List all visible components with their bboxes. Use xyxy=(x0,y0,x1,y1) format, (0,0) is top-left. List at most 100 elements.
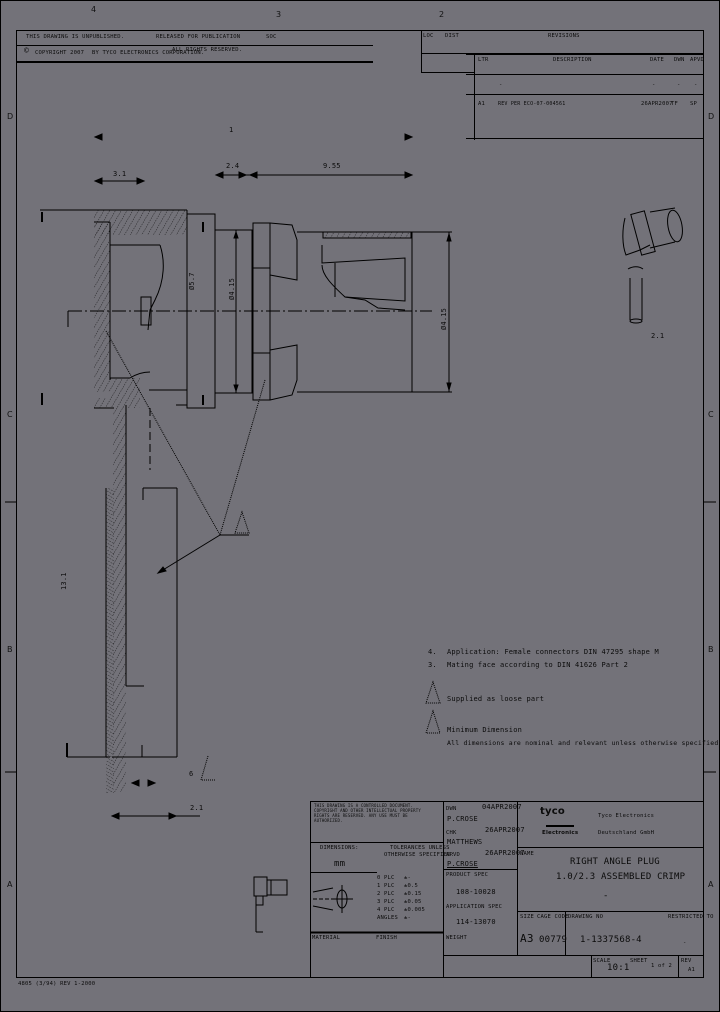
note-1-subtext: All dimensions are nominal and relevant … xyxy=(447,739,719,747)
rev-row-apvd: SP xyxy=(690,101,698,107)
rev-col-apvd: APVD xyxy=(690,57,705,63)
rev-row-date: 26APR2007 xyxy=(641,101,673,107)
fine-print: THIS DRAWING IS A CONTROLLED DOCUMENT. C… xyxy=(314,803,421,823)
application-spec-label: APPLICATION SPEC xyxy=(446,904,503,910)
application-spec-value: 114-13070 xyxy=(456,918,496,926)
dwn-date: 04APR2007 xyxy=(482,803,522,811)
sheet-label: SHEET xyxy=(630,958,648,964)
rev-row-ltr: A1 xyxy=(478,101,486,107)
apvd-date: 26APR2007 xyxy=(485,849,525,857)
tol-places: 3 PLC xyxy=(377,899,395,905)
zone-label-3: 3 xyxy=(276,10,282,19)
dim-overall: 1 xyxy=(229,126,234,134)
rev-col-desc: DESCRIPTION xyxy=(553,57,592,63)
cage-code-label: CAGE CODE xyxy=(537,914,569,920)
tol-places: ANGLES xyxy=(377,915,399,921)
rev-title: REVISIONS xyxy=(548,33,580,39)
scale-value: 10:1 xyxy=(607,963,630,973)
note-3-id: 3. xyxy=(428,661,437,669)
restricted-label: RESTRICTED TO xyxy=(668,914,714,920)
zone-label-b-right: B xyxy=(708,645,714,654)
drawing-no-label: DRAWING NO xyxy=(568,914,604,920)
tolerances-label-2: OTHERWISE SPECIFIED: xyxy=(384,852,455,858)
rev-col-dwn: DWN xyxy=(674,57,685,63)
rev-row-date: - xyxy=(652,82,656,88)
finish-label: FINISH xyxy=(376,935,398,941)
zone-label-4: 4 xyxy=(91,5,97,14)
company-location: Deutschland GmbH xyxy=(598,830,655,836)
zone-label-b-left: B xyxy=(7,645,13,654)
zone-label-a-right: A xyxy=(708,880,714,889)
tol-places: 2 PLC xyxy=(377,891,395,897)
rev-value: A1 xyxy=(688,967,696,973)
rev-dist-label: DIST xyxy=(445,33,460,39)
logo-electronics: Electronics xyxy=(542,830,579,836)
unpublished-notice: THIS DRAWING IS UNPUBLISHED. xyxy=(26,34,125,40)
rev-col-date: DATE xyxy=(650,57,665,63)
size-value: A3 xyxy=(520,932,534,945)
form-code: 4805 (3/94) REV 1-2000 xyxy=(18,981,96,987)
tol-places: 1 PLC xyxy=(377,883,395,889)
note-4-id: 4. xyxy=(428,648,437,656)
tol-value: ±0.5 xyxy=(404,883,419,889)
apvd-label: APVD xyxy=(446,852,461,858)
company-name: Tyco Electronics xyxy=(598,813,655,819)
tol-value: ±0.005 xyxy=(404,907,426,913)
zone-label-c-right: C xyxy=(708,410,714,419)
weight-label: WEIGHT xyxy=(446,935,468,941)
chk-date: 26APR2007 xyxy=(485,826,525,834)
tol-value: ±0.15 xyxy=(404,891,422,897)
dim-right-length: 9.55 xyxy=(323,162,341,170)
part-name-line-2: 1.0/2.3 ASSEMBLED CRIMP xyxy=(556,872,686,882)
tol-places: 4 PLC xyxy=(377,907,395,913)
note-1-text: Minimum Dimension xyxy=(447,726,523,734)
zone-label-2: 2 xyxy=(439,10,445,19)
size-label: SIZE xyxy=(520,914,535,920)
restricted-value: - xyxy=(683,940,687,946)
release-notice: RELEASED FOR PUBLICATION xyxy=(156,34,241,40)
dim-mid-step: 2.4 xyxy=(226,162,240,170)
scale-label: SCALE xyxy=(593,958,611,964)
copyright-icon: © xyxy=(24,46,30,55)
zone-label-d-right: D xyxy=(708,112,715,121)
loc-code: SOC xyxy=(266,34,277,40)
units-value: mm xyxy=(334,859,346,869)
rights-notice: BY TYCO ELECTRONICS CORPORATION. xyxy=(92,50,205,56)
tol-value: ±0.05 xyxy=(404,899,422,905)
chk-label: CHK xyxy=(446,830,457,836)
copyright-text: COPYRIGHT 2007 xyxy=(35,50,85,56)
part-name-line-3: - xyxy=(603,891,609,901)
cage-code-value: 00779 xyxy=(539,935,568,945)
zone-label-c-left: C xyxy=(7,410,13,419)
dimensions-label: DIMENSIONS: xyxy=(320,845,359,851)
tolerances-label: TOLERANCES UNLESS xyxy=(390,845,450,851)
chk-name: MATTHEWS xyxy=(447,838,483,846)
iso-view-label: 2.1 xyxy=(651,332,665,340)
product-spec-label: PRODUCT SPEC xyxy=(446,872,489,878)
tol-value: ±- xyxy=(404,915,412,921)
product-spec-value: 108-10028 xyxy=(456,888,496,896)
rev-col-ltr: LTR xyxy=(478,57,489,63)
rev-row-desc: REV PER ECO-07-004561 xyxy=(498,101,566,107)
part-name-line-1: RIGHT ANGLE PLUG xyxy=(570,857,660,867)
tol-places: 0 PLC xyxy=(377,875,395,881)
logo-divider xyxy=(546,825,574,827)
dim-pin-width: 6 xyxy=(189,770,194,778)
sheet-value: 1 of 2 xyxy=(651,963,673,969)
tol-value: ±- xyxy=(404,875,412,881)
material-label: MATERIAL xyxy=(312,935,341,941)
drawing-no-value: 1-1337568-4 xyxy=(580,935,642,945)
logo-tyco: tyco xyxy=(540,806,565,817)
dwn-name: P.CROSE xyxy=(447,815,478,823)
note-2-text: Supplied as loose part xyxy=(447,695,545,703)
all-rights: ALL RIGHTS RESERVED. xyxy=(172,47,243,53)
rev-row-dwn: - xyxy=(677,82,681,88)
rev-row-dwn: TF xyxy=(671,101,679,107)
zone-label-a-left: A xyxy=(7,880,13,889)
dim-left-offset: 3.1 xyxy=(113,170,127,178)
note-4-text: Application: Female connectors DIN 47295… xyxy=(447,648,659,656)
